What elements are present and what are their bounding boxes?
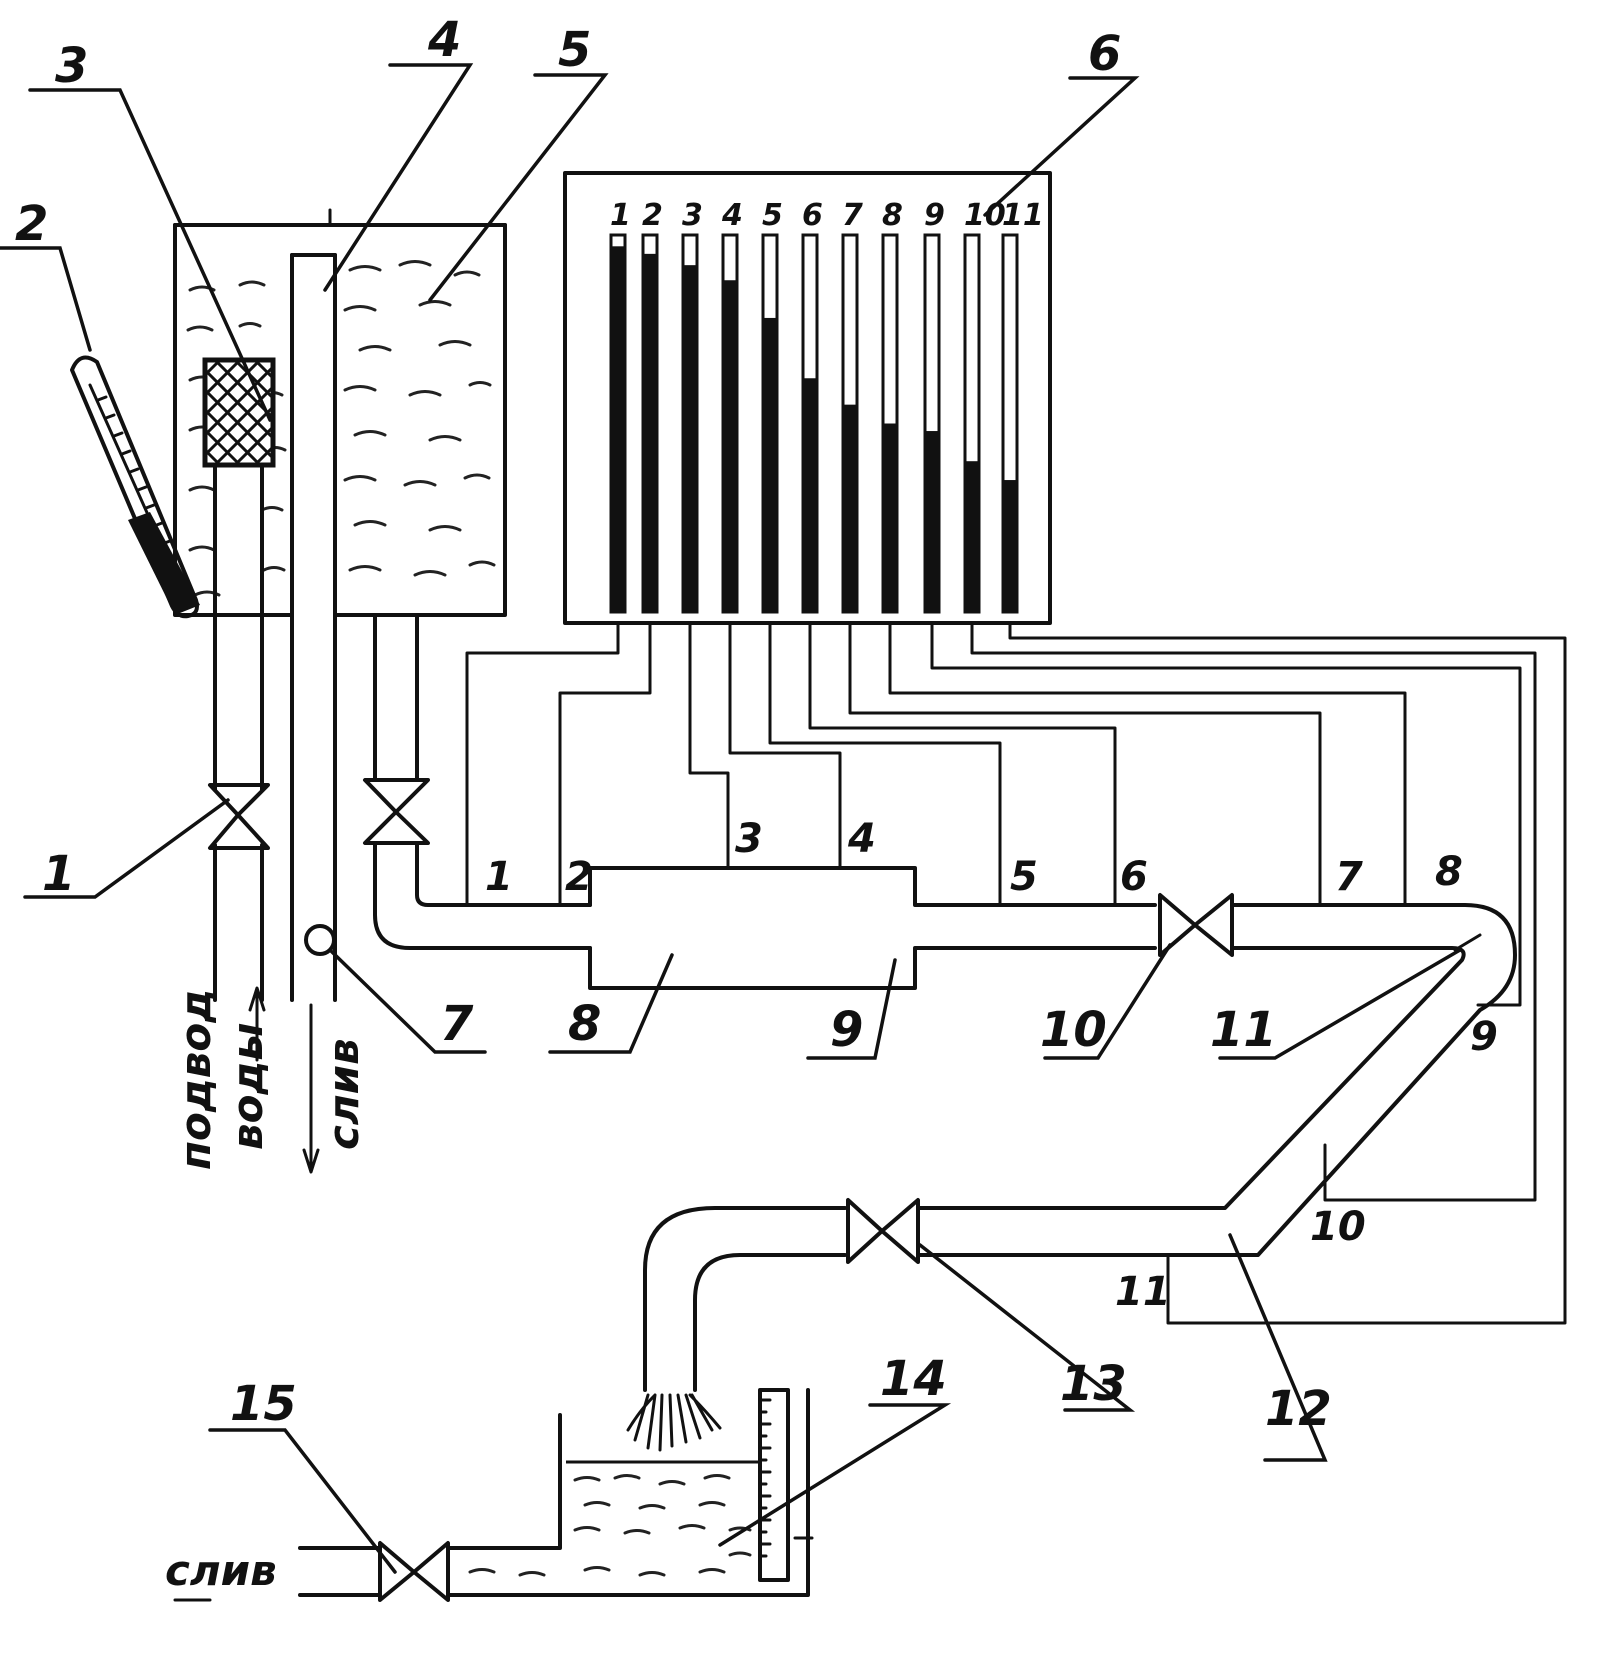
pipeline-valve-icon[interactable] xyxy=(1158,893,1234,957)
measuring-tank xyxy=(298,1388,814,1602)
caption-drain-bottom: слив xyxy=(165,1546,277,1595)
impulse-tubes xyxy=(465,623,1567,1325)
piezometer-level-2 xyxy=(643,253,657,612)
tap-label-5: 5 xyxy=(1010,854,1038,900)
piezometer-level-3 xyxy=(683,265,697,612)
piezometer-label-7: 7 xyxy=(842,198,863,233)
piezometer-label-6: 6 xyxy=(802,198,823,233)
captions: подвод воды слив слив xyxy=(165,989,368,1602)
piezometer-level-4 xyxy=(723,280,737,612)
piezometer-level-1 xyxy=(611,246,625,612)
piezometer-level-6 xyxy=(803,378,817,612)
callout-7-overflow: 7 xyxy=(440,996,474,1052)
tap-label-4: 4 xyxy=(847,816,876,862)
drain-valve-icon[interactable] xyxy=(378,1541,450,1602)
piezometer-level-11 xyxy=(1003,480,1017,612)
callout-1: 1 xyxy=(42,846,75,902)
piezometer-label-8: 8 xyxy=(882,198,903,233)
callout-2: 2 xyxy=(15,196,48,252)
caption-supply-2: воды xyxy=(223,1023,272,1150)
callout-14: 14 xyxy=(880,1351,947,1407)
tap-label-7: 7 xyxy=(1335,854,1363,900)
callout-4: 4 xyxy=(427,12,461,68)
piezometer-level-10 xyxy=(965,461,979,612)
callout-9: 9 xyxy=(830,1002,863,1058)
supply-valve-icon[interactable] xyxy=(208,783,270,850)
piezometer-level-7 xyxy=(843,404,857,612)
piezometer-label-2: 2 xyxy=(642,198,663,233)
tank-outlet-valve-icon[interactable] xyxy=(363,778,430,845)
filter-mesh xyxy=(202,357,276,468)
callout-12: 12 xyxy=(1265,1381,1332,1437)
callout-labels: 3 2 4 5 6 1 7 8 9 10 11 12 13 14 15 xyxy=(15,12,1332,1437)
tap-labels: 1 2 3 4 5 6 7 8 9 10 11 xyxy=(485,816,1498,1315)
tap-label-6: 6 xyxy=(1120,854,1148,900)
piezometer-label-1: 1 xyxy=(610,198,631,233)
tap-label-8: 8 xyxy=(1435,849,1463,895)
overflow-float-icon xyxy=(304,924,336,956)
piezometer-level-9 xyxy=(925,431,939,612)
thermometer-icon xyxy=(70,355,200,619)
tap-label-1: 1 xyxy=(485,854,513,900)
callout-8: 8 xyxy=(568,996,601,1052)
supply-pipe xyxy=(208,463,270,1062)
caption-supply-1: подвод xyxy=(171,989,220,1170)
piezometer-level-8 xyxy=(883,423,897,612)
overflow-pipe xyxy=(290,253,337,1174)
piezometer-label-3: 3 xyxy=(682,198,703,233)
piezometer-level-5 xyxy=(763,317,777,612)
callout-5: 5 xyxy=(558,22,591,78)
piezometer-label-4: 4 xyxy=(721,198,743,233)
callout-10: 10 xyxy=(1040,1002,1107,1058)
tap-label-2: 2 xyxy=(565,854,593,900)
callout-13: 13 xyxy=(1060,1356,1127,1412)
piezometer-label-9: 9 xyxy=(924,198,945,233)
callout-3: 3 xyxy=(55,38,88,94)
tank-outlet-pipe xyxy=(363,613,430,845)
callout-leaders xyxy=(0,63,1462,1574)
piezometer-label-5: 5 xyxy=(762,198,783,233)
tap-label-11: 11 xyxy=(1115,1269,1171,1315)
callout-11: 11 xyxy=(1210,1002,1277,1058)
tap-label-10: 10 xyxy=(1310,1204,1366,1250)
tap-label-3: 3 xyxy=(735,816,763,862)
callout-15: 15 xyxy=(230,1376,297,1432)
callout-6: 6 xyxy=(1088,26,1121,82)
outlet-valve-icon[interactable] xyxy=(846,1198,920,1264)
piezometer-label-11: 11 xyxy=(1002,198,1044,233)
tap-label-9: 9 xyxy=(1470,1014,1498,1060)
caption-drain-top: слив xyxy=(319,1038,368,1150)
